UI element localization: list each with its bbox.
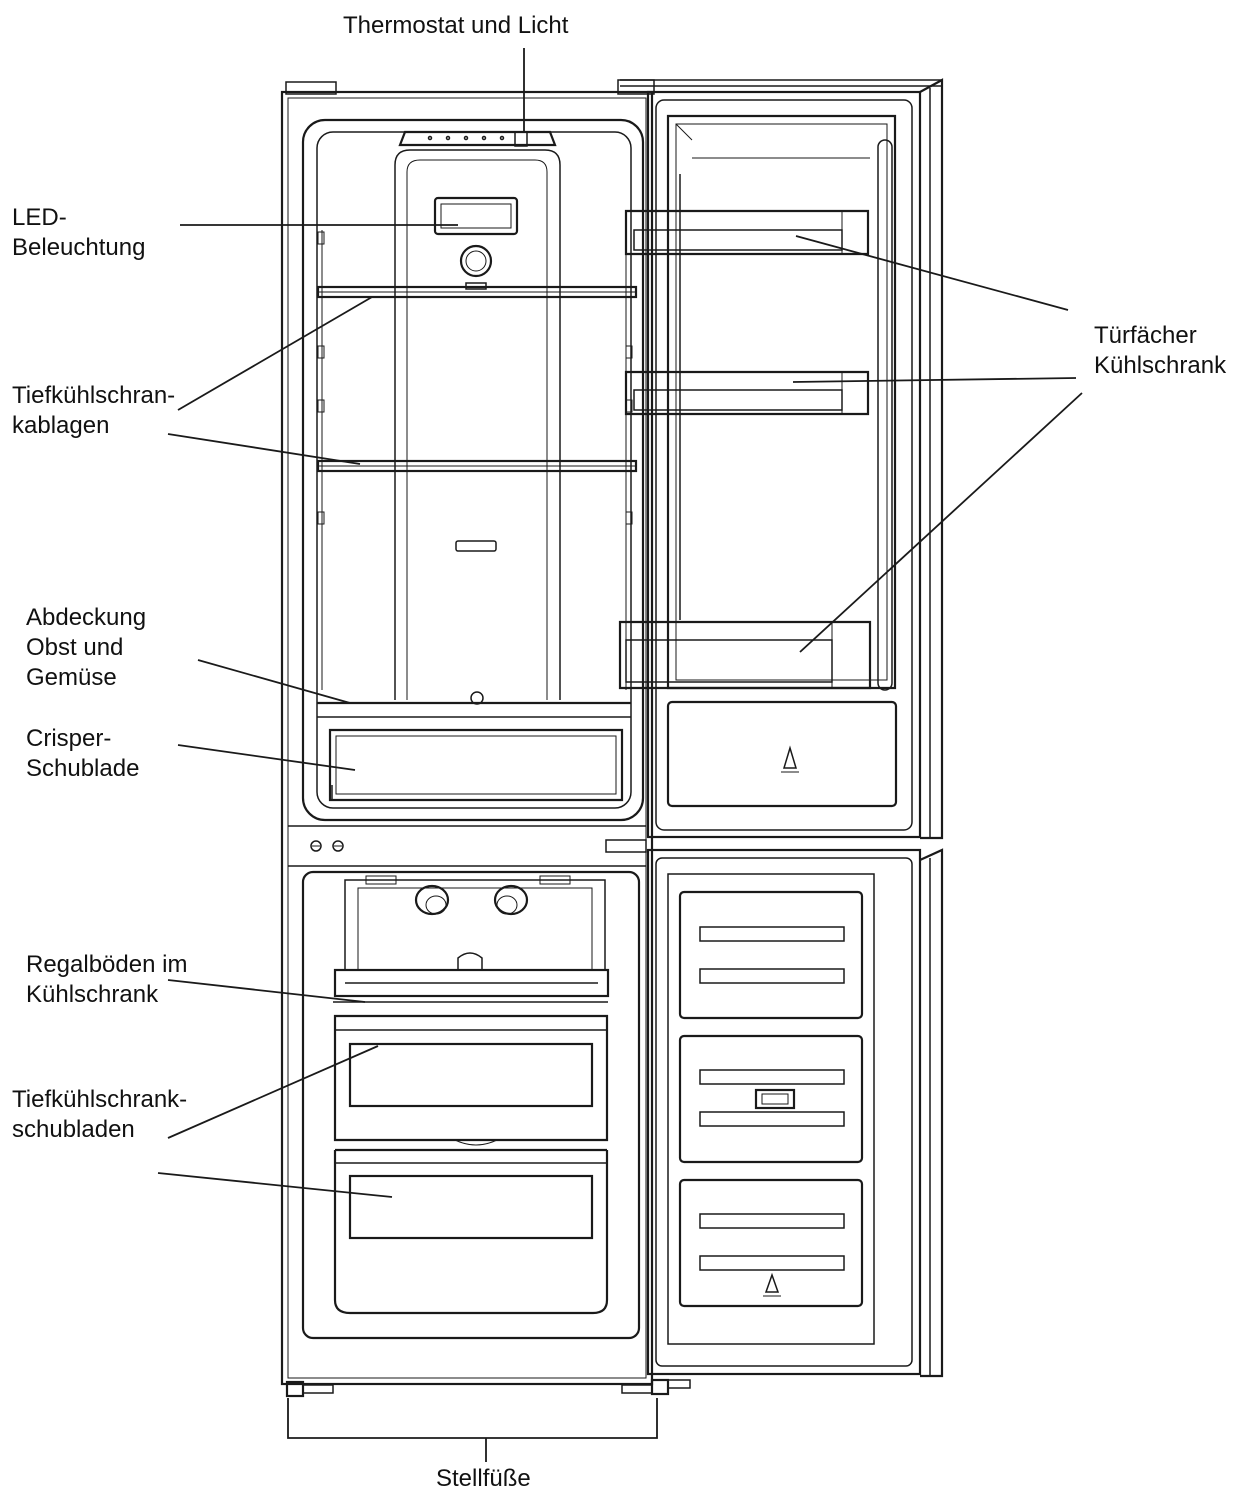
label-thermostat: Thermostat und Licht (343, 12, 569, 39)
divider-panel (288, 825, 647, 867)
upper-compartment (301, 118, 645, 822)
label-door-bins: Türfächer Kühlschrank (1094, 322, 1227, 379)
cabinet-body (280, 79, 655, 1386)
lower-door (646, 848, 944, 1378)
label-freezer-shelves: Tiefkühlschran- kablagen (12, 382, 176, 439)
label-fridge-shelves: Regalböden im Kühlschrank (26, 951, 188, 1008)
label-freezer-drawers: Tiefkühlschrank- schubladen (12, 1086, 188, 1143)
label-feet: Stellfüße (436, 1465, 531, 1492)
feet (285, 1378, 691, 1398)
label-led-lighting: LED- Beleuchtung (12, 204, 146, 261)
label-crisper-cover: Abdeckung Obst und Gemüse (26, 604, 147, 691)
leader-lines (157, 48, 1083, 1462)
lower-compartment (301, 870, 641, 1340)
upper-door (618, 78, 944, 840)
label-crisper-drawer: Crisper- Schublade (26, 725, 140, 782)
